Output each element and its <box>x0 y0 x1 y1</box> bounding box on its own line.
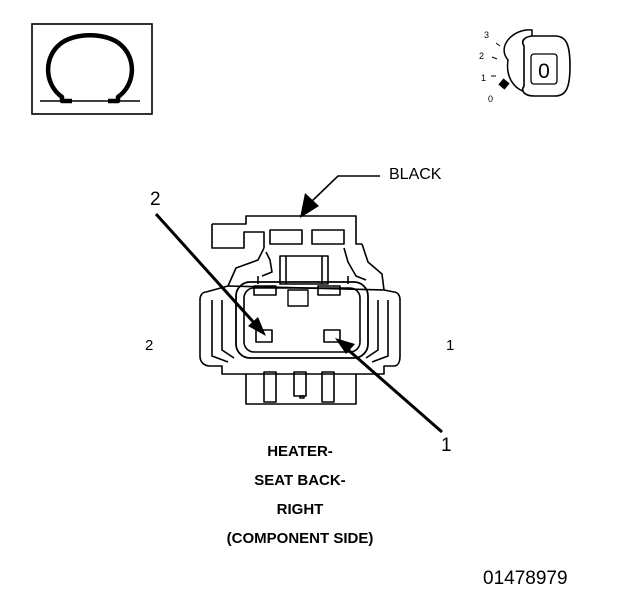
ignition-position-2: 2 <box>479 51 484 61</box>
ignition-position-3: 3 <box>484 30 489 40</box>
pin2-callout-number: 2 <box>150 189 161 210</box>
connector-title-line2: SEAT BACK- <box>254 472 346 489</box>
connector-title-line4: (COMPONENT SIDE) <box>226 530 374 547</box>
ignition-position-1: 1 <box>481 73 486 83</box>
connector-color-leader <box>300 175 380 218</box>
connector-color-label: BLACK <box>389 166 442 183</box>
pin1-callout-number: 1 <box>441 435 452 456</box>
left-pin-label: 2 <box>145 337 154 354</box>
figure-number: 01478979 <box>483 568 568 589</box>
connector-title-line3: RIGHT <box>276 501 324 518</box>
connector-housing <box>199 215 401 405</box>
ignition-position-0: 0 <box>488 94 493 104</box>
connector-title-line1: HEATER- <box>267 443 333 460</box>
pin2-callout-arrow <box>154 212 266 336</box>
ignition-key-label: 0 <box>538 60 550 83</box>
ignition-key-icon <box>491 29 571 97</box>
pin1-callout-arrow <box>335 338 443 434</box>
ohm-icon <box>31 23 153 115</box>
right-pin-label: 1 <box>446 337 455 354</box>
